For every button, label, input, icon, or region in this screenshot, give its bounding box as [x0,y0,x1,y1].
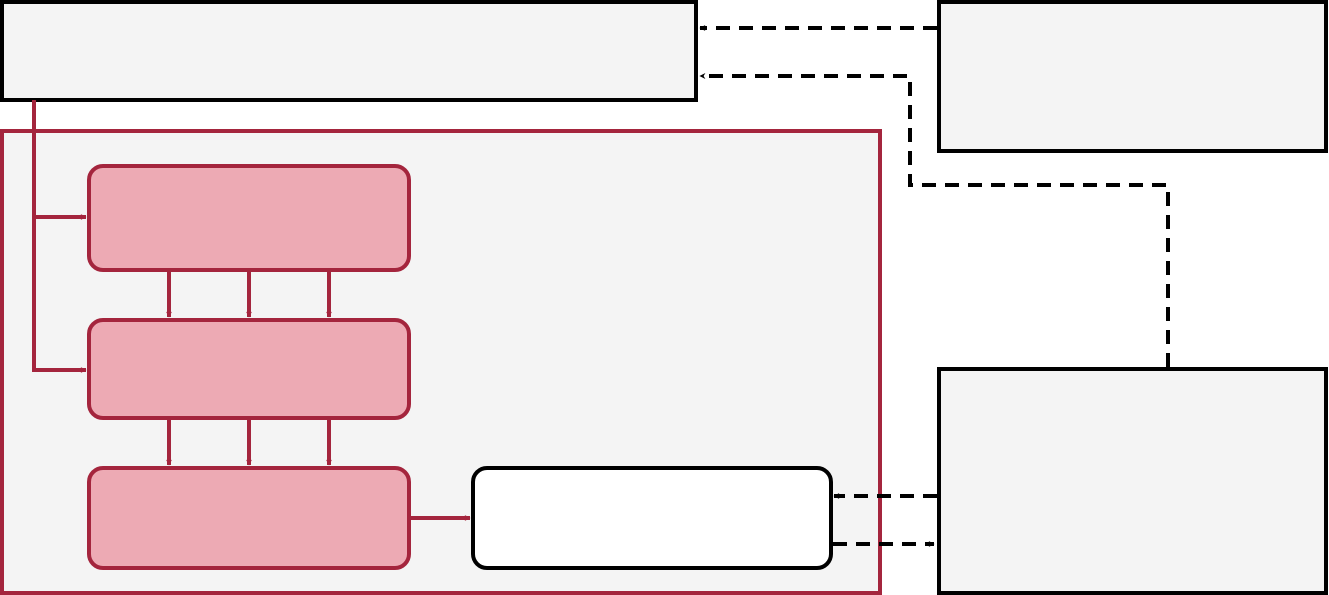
stage-1-box [87,164,411,272]
top-left-box [0,0,698,102]
stage-2-box [87,318,411,420]
feed-connector-stage-2 [32,217,87,373]
stage-3-box [87,466,411,570]
top-right-box [937,0,1328,153]
bottom-right-box [937,367,1328,595]
output-box [471,466,833,570]
bottom-right-to-top-left-arrow [699,73,1170,367]
